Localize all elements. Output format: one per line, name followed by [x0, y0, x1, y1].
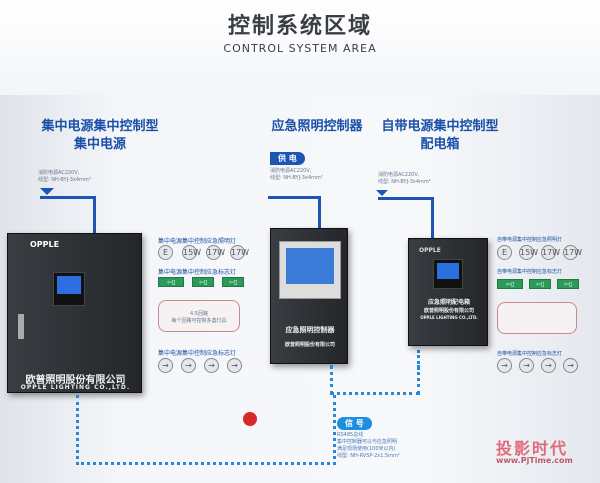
box-display — [433, 259, 463, 289]
lamp-row: E 15W 17W 17W — [158, 245, 249, 260]
watermark-url: www.PjTime.com — [496, 456, 573, 465]
lamp-row: E 15W 17W 17W — [497, 245, 582, 260]
right-title: 自带电源集中控制型 — [381, 119, 499, 134]
arrow-right-icon: → — [497, 358, 512, 373]
signal-badge: 信 号 — [337, 417, 372, 430]
controller-touchscreen — [279, 241, 341, 299]
company-name-cn: 欧普照明股份有限公司 — [423, 308, 474, 314]
arrow-right-icon: → — [158, 358, 173, 373]
arrow-right-icon: → — [181, 358, 196, 373]
company-name-cn: 欧普照明股份有限公司 — [25, 375, 126, 386]
device-label: 应急照明配电箱 — [427, 299, 470, 306]
arrow-right-icon: → — [204, 358, 219, 373]
exit-sign-icon: ⇦▯ — [222, 277, 244, 287]
lamp-icon: 15W — [519, 245, 538, 260]
row-label: 集中电源集中控制应急标志灯 — [158, 269, 237, 276]
lamp-icon: E — [497, 245, 512, 260]
arrow-right-icon: → — [563, 358, 578, 373]
company-name-cn: 欧普照明股份有限公司 — [284, 342, 335, 348]
row-label: 自带电源集中控制应急照明灯 — [497, 237, 563, 243]
row-label: 自带电源集中控制应急标志灯 — [497, 269, 563, 275]
power-line — [93, 196, 96, 236]
left-subtitle: 集中电源 — [73, 137, 126, 152]
opple-logo: OPPLE — [419, 247, 441, 254]
row-label: 自带电源集中控制应急标志灯 — [497, 351, 563, 357]
lamp-icon: E — [158, 245, 173, 260]
exit-sign-icon: ⇦▯ — [497, 279, 523, 289]
left-supply: 消防电源AC220V,线型: NH-BYJ-3x4mm² — [38, 170, 91, 183]
lamp-icon: 17W — [230, 245, 249, 260]
power-line — [318, 196, 321, 228]
alarm-bell-icon — [243, 412, 257, 426]
row-label: 集中电源集中控制应急照明灯 — [158, 238, 237, 245]
exit-sign-icon: ⇦▯ — [158, 277, 184, 287]
lamp-icon: 17W — [206, 245, 225, 260]
arrow-right-icon: → — [541, 358, 556, 373]
page-title: 控制系统区域 — [227, 14, 372, 39]
right-supply: 消防电源AC220V,线型: NH-BYJ-3x4mm² — [378, 172, 431, 185]
power-line — [378, 197, 433, 200]
circuit-box — [497, 302, 577, 334]
cabinet-display — [53, 272, 85, 306]
central-power-cabinet: OPPLE 欧普照明股份有限公司 OPPLE LIGHTING CO.,LTD. — [7, 233, 142, 393]
company-name-en: OPPLE LIGHTING CO.,LTD. — [20, 384, 131, 391]
exit-sign-row: ⇦▯ ⇦▯ ⇦▯ — [158, 277, 244, 287]
exit-sign-icon: ⇦▯ — [557, 279, 579, 289]
left-title: 集中电源集中控制型 — [41, 119, 159, 134]
arrow-lamp-row: → → → → — [158, 358, 242, 373]
signal-bus-line — [76, 395, 336, 465]
emergency-lighting-controller: 应急照明控制器 欧普照明股份有限公司 — [270, 228, 348, 364]
middle-title: 应急照明控制器 — [271, 119, 363, 134]
cabinet-handle — [18, 314, 24, 339]
power-line — [40, 196, 95, 199]
middle-supply: 消防电源AC220V,线型: NH-BYJ-3x4mm² — [270, 168, 323, 181]
lamp-icon: 15W — [182, 245, 201, 260]
company-name-en: OPPLE LIGHTING CO.,LTD. — [420, 315, 478, 320]
arrow-down-icon — [40, 188, 54, 195]
arrow-right-icon: → — [519, 358, 534, 373]
power-line — [431, 197, 434, 239]
arrow-down-icon — [376, 190, 388, 196]
page-subtitle: CONTROL SYSTEM AREA — [223, 42, 377, 55]
supply-badge: 供 电 — [270, 152, 305, 165]
arrow-right-icon: → — [227, 358, 242, 373]
exit-sign-icon: ⇦▯ — [529, 279, 551, 289]
circuit-box: 4.5回路每个回路可控制多盏灯具 — [158, 300, 240, 332]
opple-logo: OPPLE — [30, 240, 60, 249]
distribution-box: OPPLE 应急照明配电箱 欧普照明股份有限公司 OPPLE LIGHTING … — [408, 238, 488, 346]
signal-bus-line — [330, 365, 420, 395]
header-band — [0, 0, 600, 95]
watermark: 投影时代 — [496, 439, 569, 458]
exit-sign-row: ⇦▯ ⇦▯ ⇦▯ — [497, 279, 579, 289]
signal-spec: RS485总线集中控制器可以与应急照明满足现场使用(100米以内)线型: NH-… — [337, 432, 400, 459]
power-line — [268, 196, 320, 199]
signal-bus-line — [417, 350, 420, 370]
lamp-icon: 17W — [541, 245, 560, 260]
lamp-icon: 17W — [563, 245, 582, 260]
arrow-lamp-row: → → → → — [497, 358, 578, 373]
right-subtitle: 配电箱 — [420, 137, 460, 152]
exit-sign-icon: ⇦▯ — [192, 277, 214, 287]
device-label: 应急照明控制器 — [285, 326, 335, 334]
row-label: 集中电源集中控制应急标志灯 — [158, 350, 237, 357]
